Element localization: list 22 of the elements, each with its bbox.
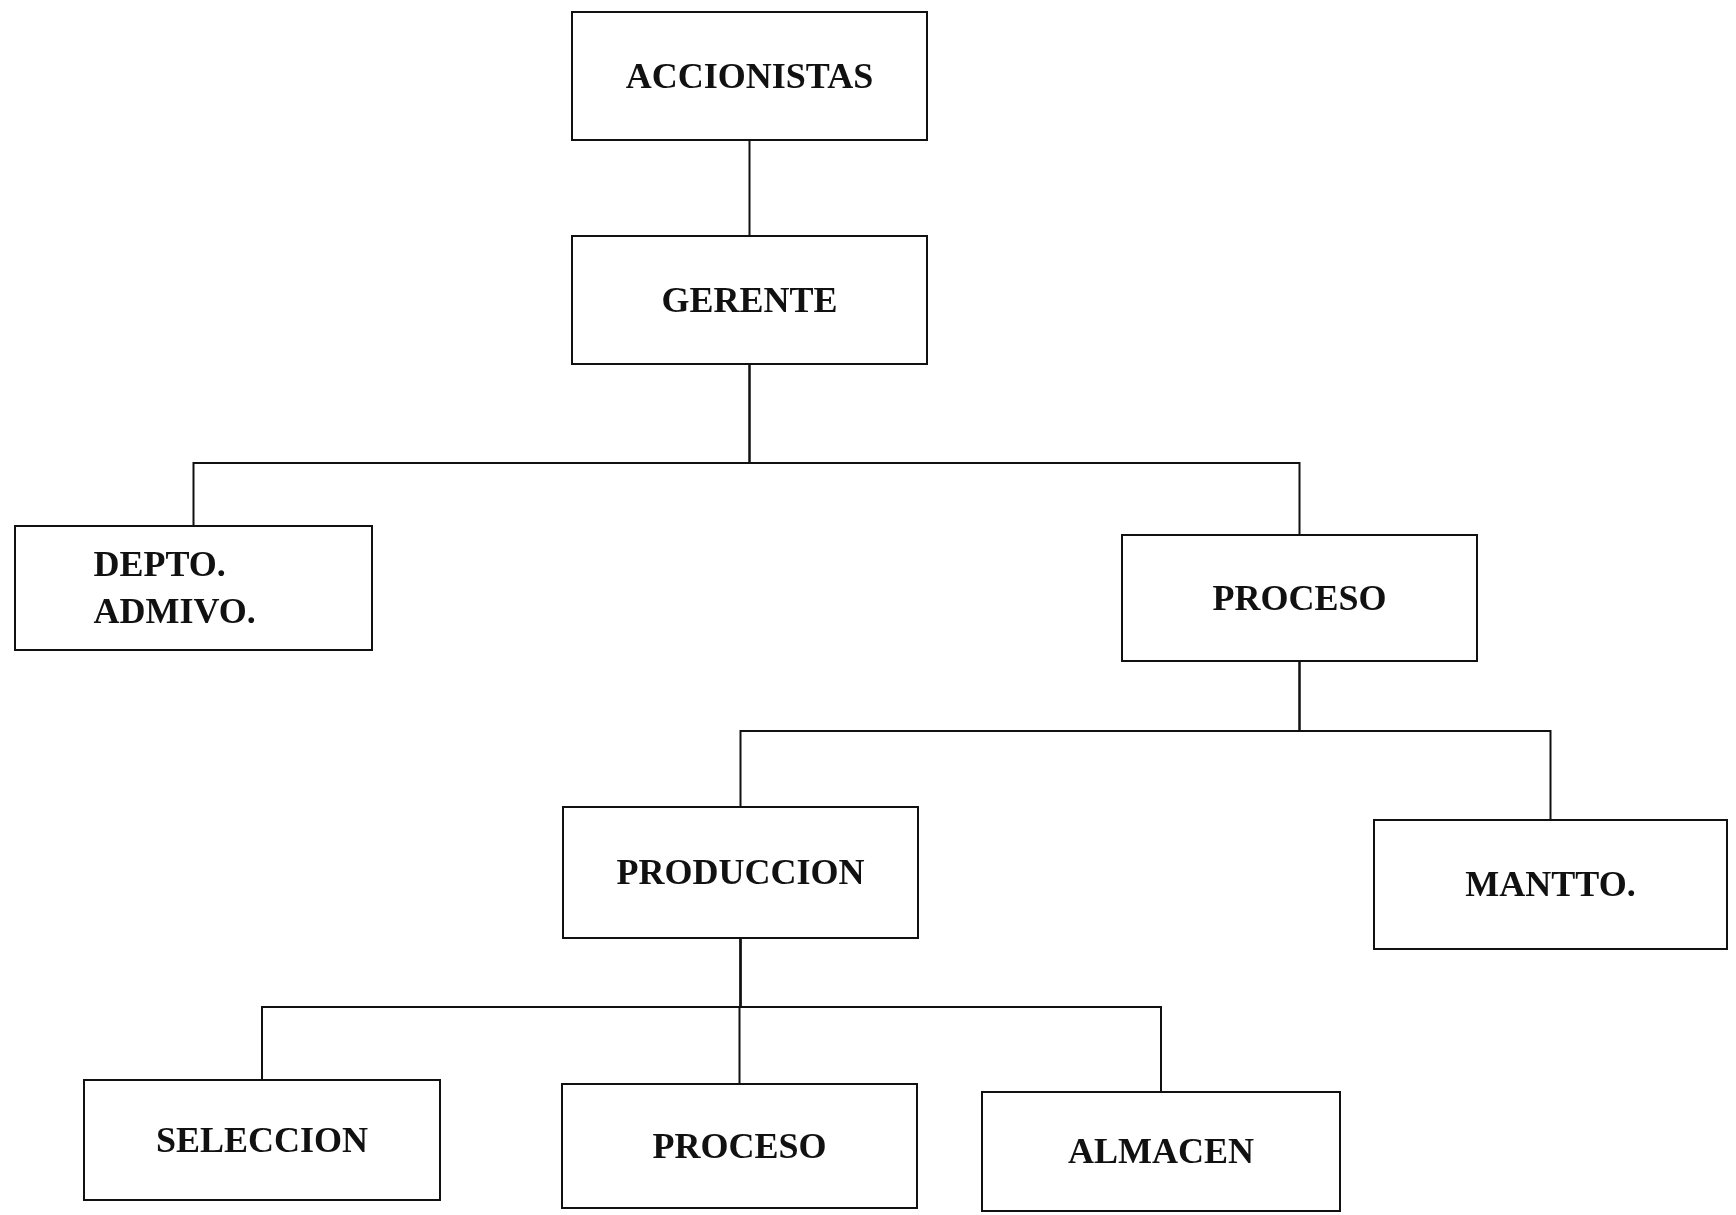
- org-box: [1373, 819, 1728, 950]
- org-box: [571, 235, 928, 365]
- org-box: [571, 11, 928, 141]
- box-label: PROCESO: [1211, 576, 1388, 620]
- org-box: [83, 1079, 441, 1201]
- box-label: GERENTE: [660, 278, 839, 322]
- org-box: [562, 806, 919, 939]
- box-label: ACCIONISTAS: [624, 54, 875, 98]
- connector-line: [748, 140, 751, 236]
- box-label: PROCESO: [651, 1124, 828, 1168]
- box-label: MANTTO.: [1464, 863, 1637, 907]
- box-label: ALMACEN: [1067, 1130, 1255, 1174]
- org-box: [14, 525, 373, 651]
- org-box: [981, 1091, 1341, 1212]
- box-label: SELECCION: [154, 1118, 370, 1162]
- org-box: [1121, 534, 1478, 662]
- connector-line: [1298, 661, 1552, 820]
- connector-line: [739, 938, 1162, 1092]
- connector-line: [748, 364, 1301, 535]
- box-label: DEPTO. ADMIVO.: [92, 543, 257, 633]
- box-label: PRODUCCION: [615, 851, 866, 895]
- org-box: [561, 1083, 918, 1209]
